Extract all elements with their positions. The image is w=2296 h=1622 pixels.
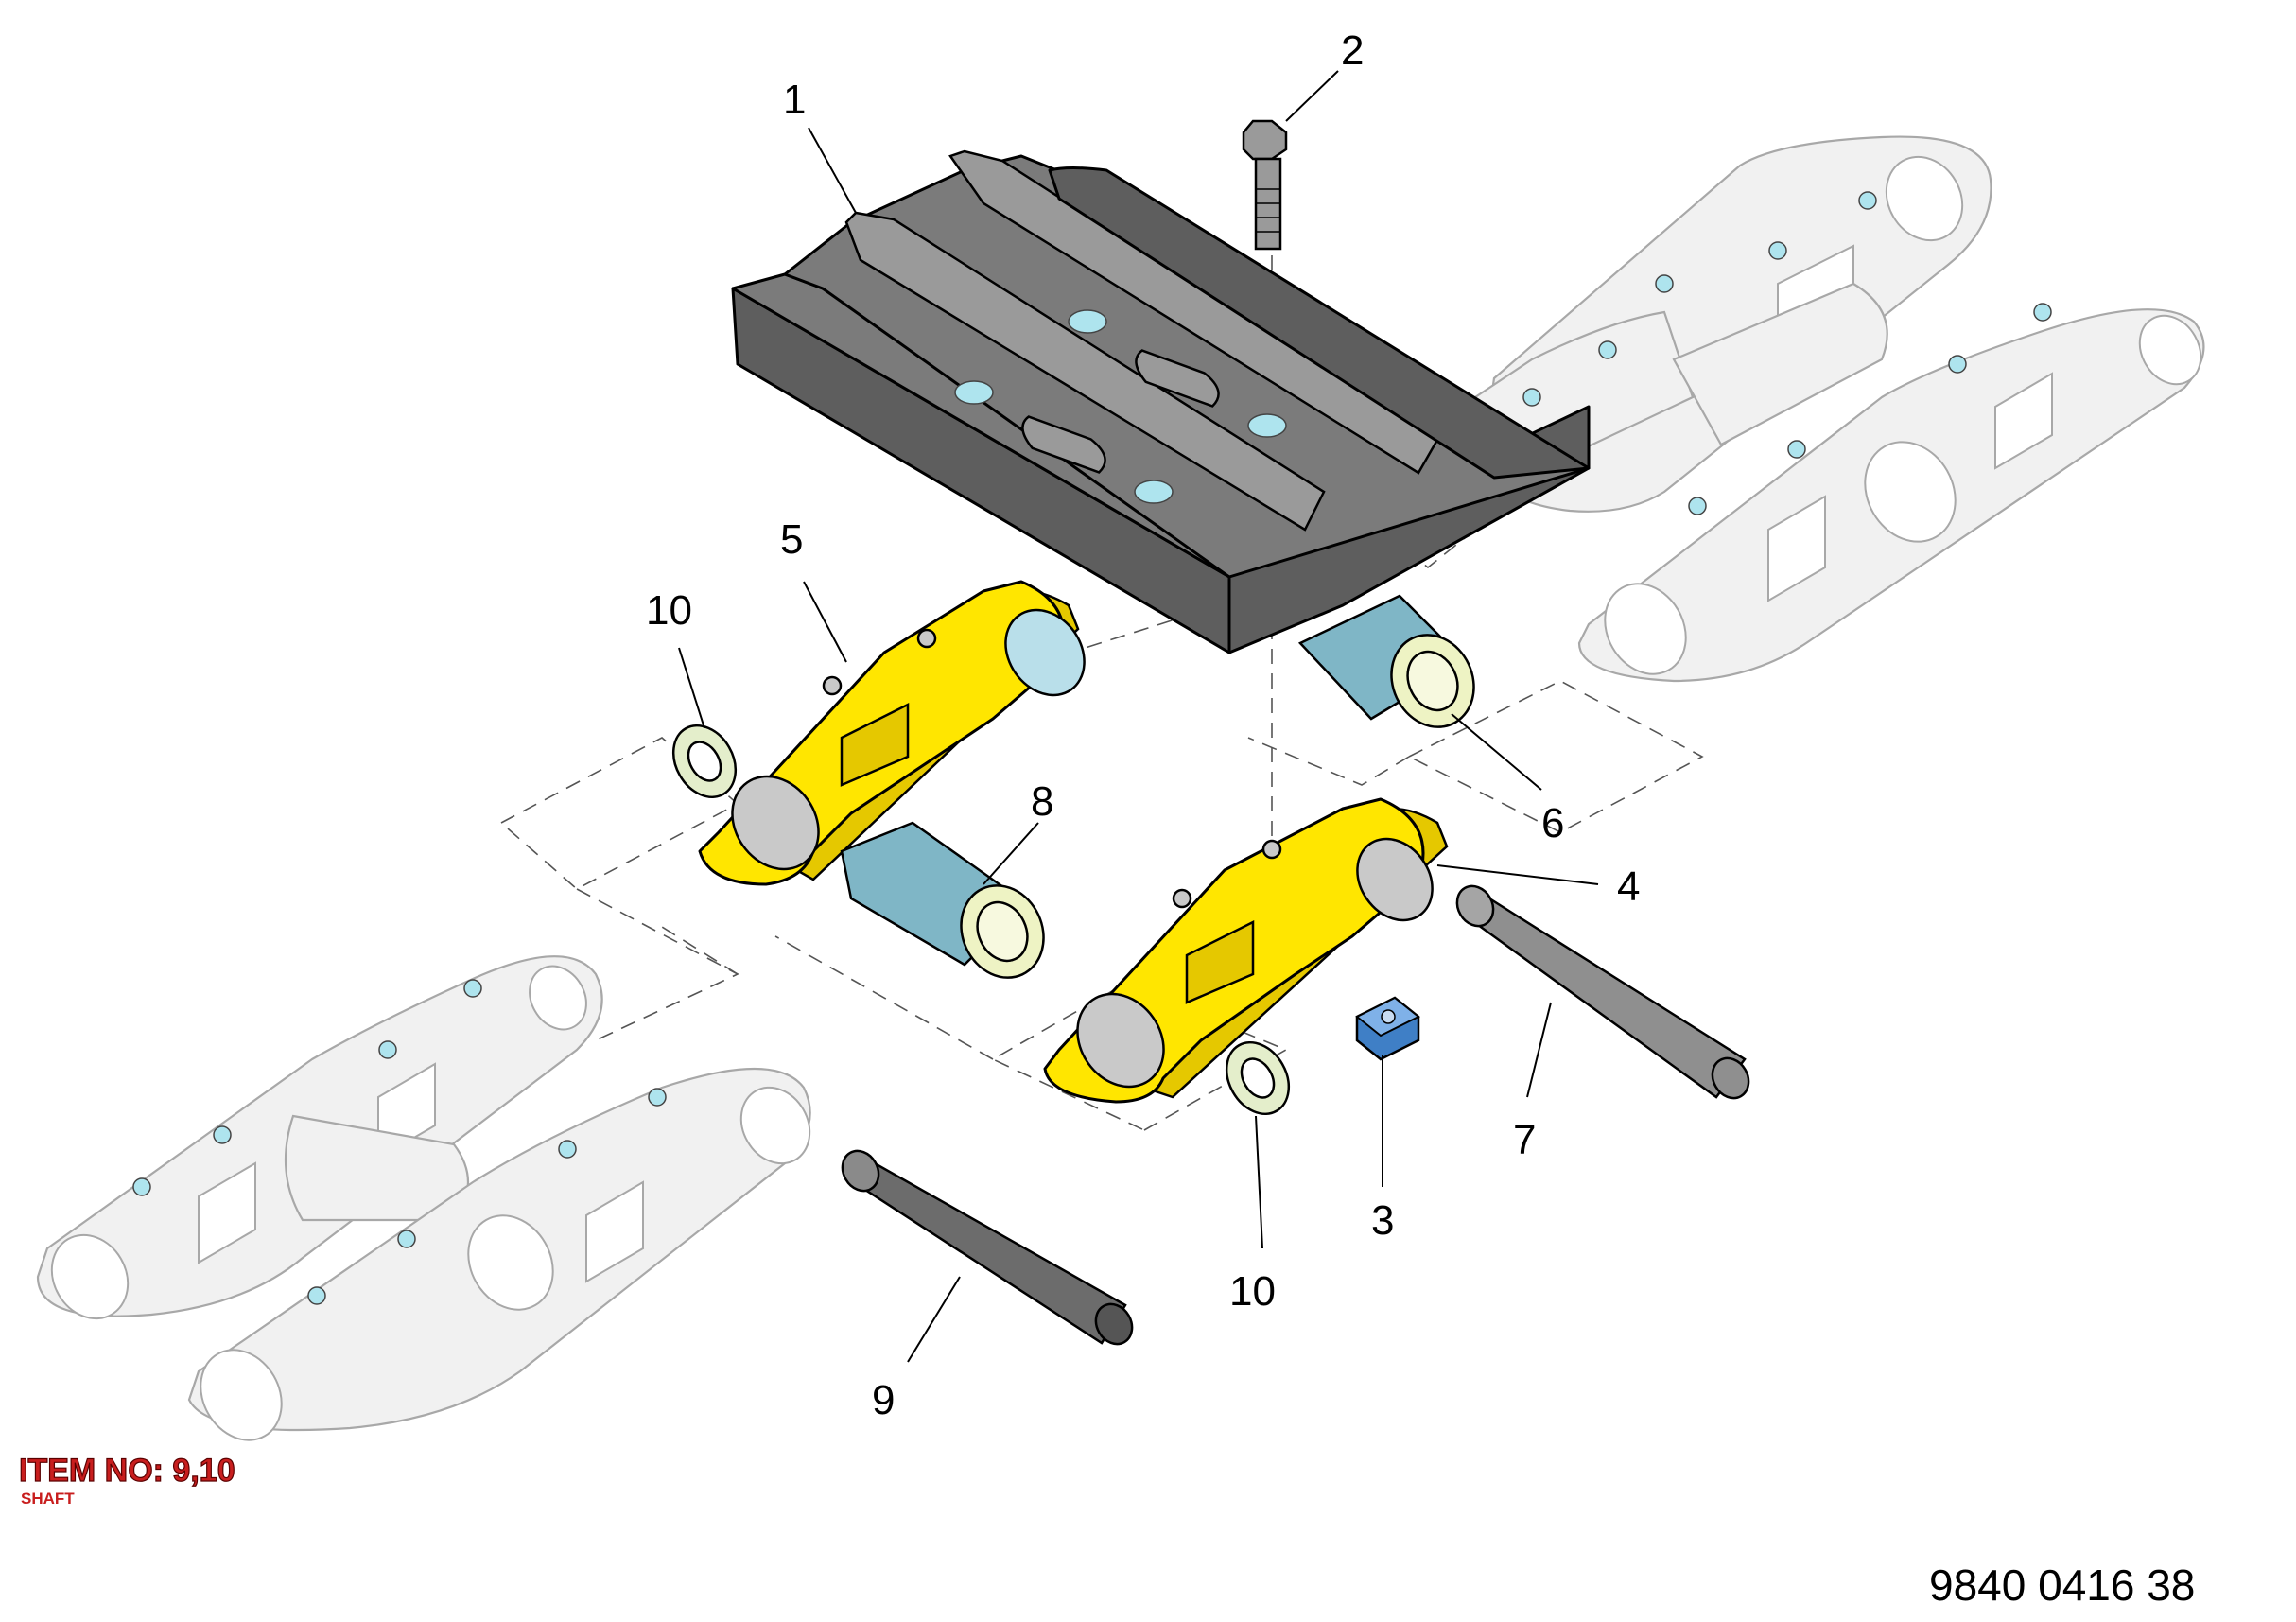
ghost-chain-upper-right bbox=[1473, 135, 2205, 683]
callout-10-upper: 10 bbox=[646, 587, 692, 634]
bushing-right bbox=[1297, 594, 1475, 728]
callout-10-lower: 10 bbox=[1229, 1268, 1276, 1315]
callout-1: 1 bbox=[783, 77, 806, 123]
washer-lower bbox=[1225, 1041, 1291, 1115]
callout-4: 4 bbox=[1617, 863, 1640, 910]
pin-long bbox=[1455, 884, 1750, 1100]
callout-2: 2 bbox=[1341, 27, 1364, 74]
square-nut bbox=[1355, 996, 1420, 1061]
leader-lines bbox=[678, 70, 1599, 1363]
ghost-chain-lower-left bbox=[36, 955, 811, 1441]
callout-8: 8 bbox=[1031, 778, 1053, 825]
item-stamp-title: ITEM NO: 9,10 bbox=[19, 1453, 235, 1489]
shaft bbox=[841, 1149, 1134, 1346]
link-right bbox=[1043, 797, 1449, 1104]
washer-upper bbox=[671, 724, 738, 798]
link-left bbox=[698, 580, 1086, 886]
callout-5: 5 bbox=[780, 516, 803, 563]
callout-labels: 1 2 3 4 5 6 7 8 9 10 10 bbox=[646, 27, 1640, 1423]
drawing-number: 9840 0416 38 bbox=[1929, 1561, 2195, 1610]
callout-3: 3 bbox=[1371, 1197, 1394, 1244]
track-shoe-plate bbox=[731, 149, 1591, 654]
item-stamp-subtitle: SHAFT bbox=[21, 1490, 75, 1508]
bushing-center bbox=[840, 821, 1045, 979]
bolt bbox=[1242, 119, 1288, 251]
callout-9: 9 bbox=[872, 1377, 895, 1423]
callout-7: 7 bbox=[1513, 1117, 1536, 1163]
callout-6: 6 bbox=[1541, 800, 1564, 846]
